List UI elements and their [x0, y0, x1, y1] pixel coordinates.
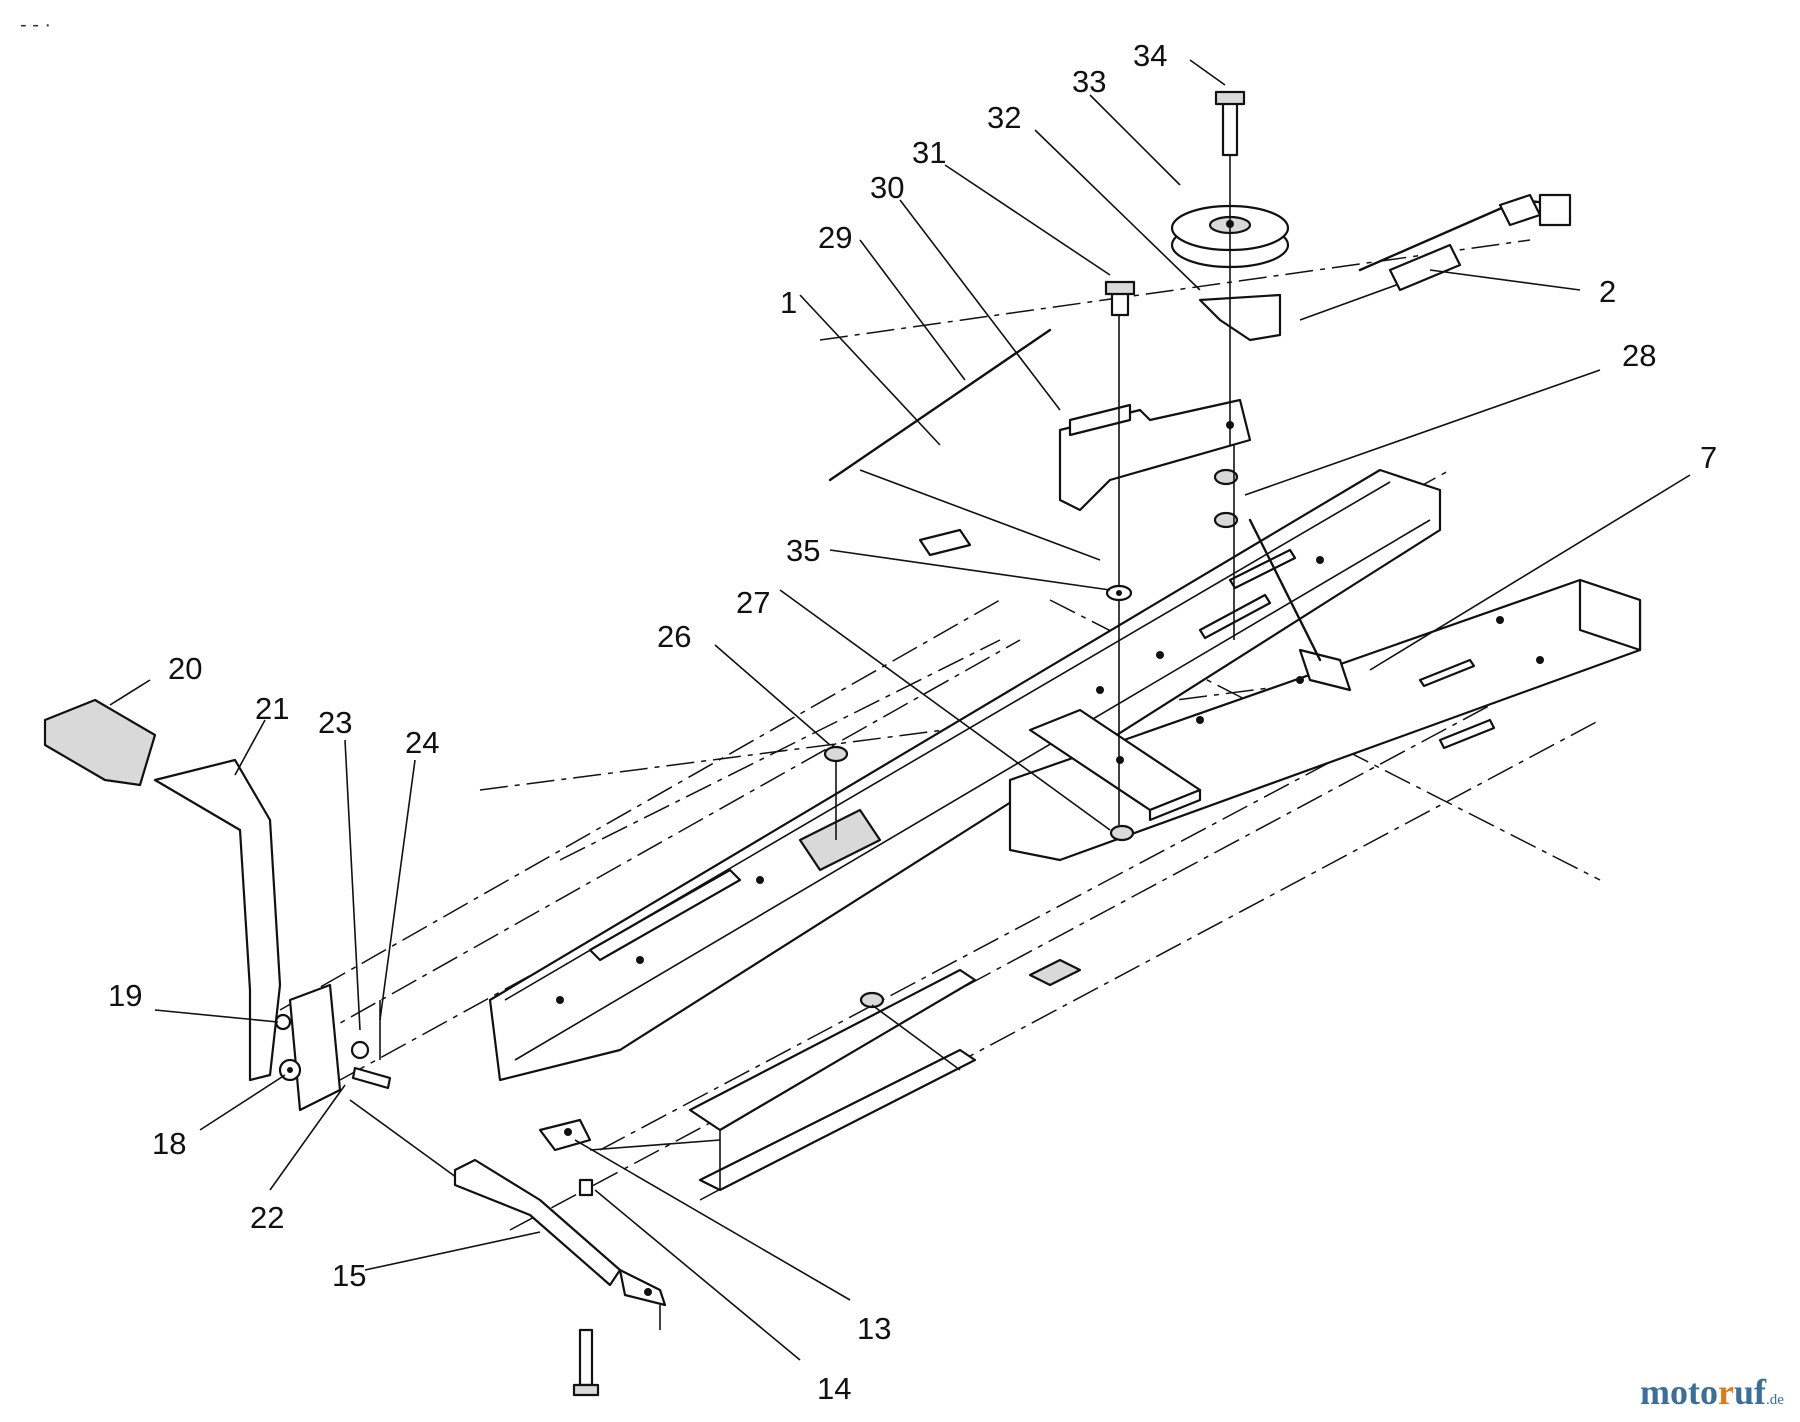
part-number-14: 14: [817, 1371, 852, 1406]
part-number-27: 27: [736, 585, 771, 620]
part-number-18: 18: [152, 1126, 187, 1161]
part-number-33: 33: [1072, 64, 1107, 99]
part-number-30: 30: [870, 170, 905, 205]
leader-lines: [109, 59, 1691, 1361]
part-number-7: 7: [1700, 440, 1718, 475]
control-rod: [453, 1118, 667, 1330]
part-number-15: 15: [332, 1258, 367, 1293]
springs-and-rods: [828, 193, 1572, 692]
left-frame-rail: [488, 468, 1442, 1082]
part-number-32: 32: [987, 100, 1022, 135]
part-number-2: 2: [1599, 274, 1617, 309]
part-number-35: 35: [786, 533, 821, 568]
cross-member: [1028, 708, 1202, 822]
lower-channel: [688, 968, 977, 1192]
part-number-28: 28: [1622, 338, 1657, 373]
part-number-19: 19: [108, 978, 143, 1013]
pedal-assembly: [43, 698, 461, 1181]
assembly-lines: [589, 155, 1235, 1151]
part-number-31: 31: [912, 135, 947, 170]
part-number-1: 1: [780, 285, 798, 320]
corner-mark: - - ·: [20, 14, 52, 36]
part-number-26: 26: [657, 619, 692, 654]
motoruf-watermark: motoruf.de: [1640, 1372, 1784, 1412]
fasteners: [572, 90, 1246, 1397]
part-number-34: 34: [1133, 38, 1168, 73]
part-number-29: 29: [818, 220, 853, 255]
part-number-24: 24: [405, 725, 440, 760]
idler-bracket: [1058, 398, 1252, 512]
part-number-21: 21: [255, 691, 290, 726]
pulley-bracket: [1198, 293, 1282, 342]
part-number-23: 23: [318, 705, 353, 740]
part-number-20: 20: [168, 651, 203, 686]
part-number-13: 13: [857, 1311, 892, 1346]
part-number-22: 22: [250, 1200, 285, 1235]
